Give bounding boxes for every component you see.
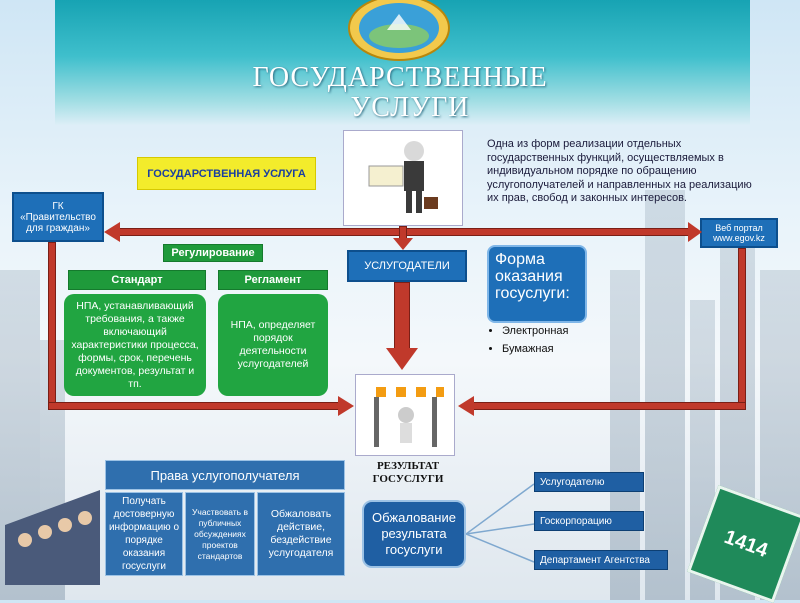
- businessman-image: [343, 130, 463, 226]
- business-people-icon: [5, 490, 100, 585]
- gk-government-for-citizens-box: ГК «Правительство для граждан»: [12, 192, 104, 242]
- person-with-sign-icon: [368, 141, 438, 213]
- result-image: [355, 374, 455, 456]
- appeal-connectors: [466, 483, 535, 563]
- arrow-right-to-result: [472, 402, 746, 410]
- barrier-worker-icon: [366, 387, 444, 447]
- egov-portal-box: Веб портал www.egov.kz: [700, 218, 778, 248]
- definition-text: Одна из форм реализации отдельных госуда…: [487, 138, 752, 204]
- service-form-list: Электронная Бумажная: [490, 322, 600, 358]
- arrowhead-down-icon: [393, 238, 413, 250]
- reglament-title: Регламент: [218, 270, 328, 290]
- service-form-item: Электронная: [502, 322, 600, 340]
- arrow-left-vertical: [48, 242, 56, 410]
- arrowhead-left-icon: [104, 222, 120, 242]
- rights-item-discussions: Участвовать в публичных обсуждениях прое…: [185, 492, 255, 576]
- service-providers-box: УСЛУГОДАТЕЛИ: [347, 250, 467, 282]
- arrowhead-right-icon: [688, 222, 702, 242]
- arrow-providers-to-result: [394, 282, 410, 350]
- service-form-title: Форма оказания госуслуги:: [487, 245, 587, 323]
- arrow-right-vertical: [738, 248, 746, 410]
- page-title-line2: УСЛУГИ: [350, 92, 470, 123]
- arrowhead-down-icon: [386, 348, 418, 370]
- appeal-item-provider: Услугодателю: [534, 472, 644, 492]
- appeal-item-agency-department: Департамент Агентства: [534, 550, 668, 570]
- people-photo: [5, 470, 100, 585]
- arrowhead-right-icon: [338, 396, 354, 416]
- appeal-item-gov-corporation: Госкорпорацию: [534, 511, 644, 531]
- rights-item-information: Получать достоверную информацию о порядк…: [105, 492, 183, 576]
- gov-service-label: ГОСУДАРСТВЕННАЯ УСЛУГА: [137, 157, 316, 190]
- arrowhead-left-icon: [458, 396, 474, 416]
- standard-title: Стандарт: [68, 270, 206, 290]
- call-center-number: 1414: [721, 525, 771, 562]
- arrow-left-to-result: [48, 402, 340, 410]
- appeal-title: Обжалование результата госуслуги: [362, 500, 466, 568]
- reglament-description: НПА, определяет порядок деятельности усл…: [218, 294, 328, 396]
- rights-item-appeal: Обжаловать действие, бездействие услугод…: [257, 492, 345, 576]
- service-form-item: Бумажная: [502, 340, 600, 358]
- emblem-seal-icon: [348, 0, 450, 61]
- regulation-title: Регулирование: [163, 244, 263, 262]
- standard-description: НПА, устанавливающий требования, а также…: [64, 294, 206, 396]
- result-label: РЕЗУЛЬТАТ ГОСУСЛУГИ: [372, 460, 444, 485]
- page-title-line1: ГОСУДАРСТВЕННЫЕ: [252, 62, 548, 93]
- rights-title: Права услугополучателя: [105, 460, 345, 490]
